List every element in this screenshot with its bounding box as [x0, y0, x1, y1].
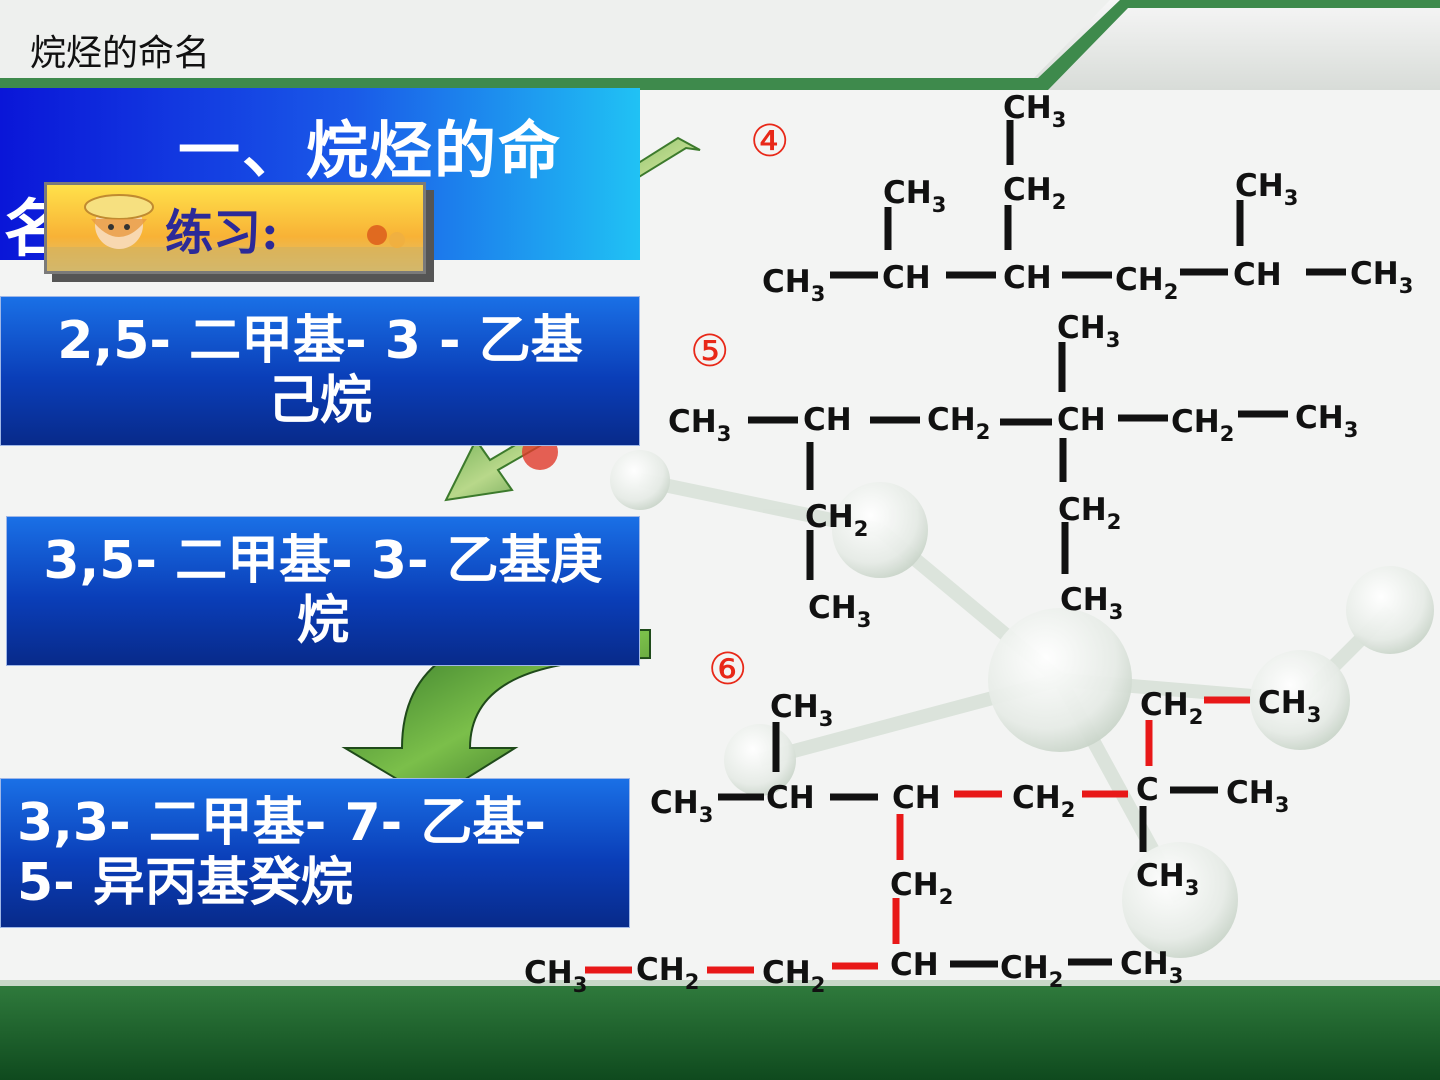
- answer-box-1: 2,5- 二甲基- 3 - 乙基 己烷: [0, 296, 640, 446]
- header-title: 烷烃的命名: [30, 33, 211, 74]
- problem-6-marker: ⑥: [708, 644, 748, 695]
- group-ch: CH: [1003, 260, 1052, 296]
- group-ch2: CH2: [1140, 687, 1203, 729]
- section-title: 一、烷烃的命: [178, 114, 563, 187]
- group-ch3: CH3: [770, 689, 833, 731]
- answer-3-line1: 3,3- 二甲基- 7- 乙基-: [17, 793, 546, 853]
- group-ch3: CH3: [1003, 90, 1066, 132]
- group-ch3: CH3: [1258, 685, 1321, 727]
- group-ch3: CH3: [524, 955, 587, 997]
- group-ch: CH: [766, 780, 815, 816]
- practice-banner: 练习:: [44, 182, 426, 274]
- group-ch2: CH2: [805, 499, 868, 541]
- group-ch3: CH3: [668, 404, 731, 446]
- group-c: C: [1136, 772, 1159, 808]
- group-ch2: CH2: [1115, 262, 1178, 304]
- group-ch2: CH2: [1012, 780, 1075, 822]
- group-ch3: CH3: [1226, 775, 1289, 817]
- group-ch3: CH3: [1235, 168, 1298, 210]
- answer-1-line2: 己烷: [267, 371, 372, 431]
- bond-lines: [585, 120, 1346, 974]
- group-ch2: CH2: [1058, 492, 1121, 534]
- group-ch: CH: [882, 260, 931, 296]
- group-ch3: CH3: [1350, 256, 1413, 298]
- group-ch3: CH3: [883, 175, 946, 217]
- group-ch2: CH2: [890, 867, 953, 909]
- group-ch3: CH3: [1120, 946, 1183, 988]
- group-ch3: CH3: [808, 590, 871, 632]
- group-ch3: CH3: [1060, 582, 1123, 624]
- group-ch2: CH2: [1003, 172, 1066, 214]
- group-ch2: CH2: [1000, 950, 1063, 992]
- group-ch2: CH2: [636, 952, 699, 994]
- group-ch: CH: [803, 402, 852, 438]
- problem-5-marker: ⑤: [690, 326, 730, 377]
- group-ch3: CH3: [1136, 858, 1199, 900]
- answer-box-2: 3,5- 二甲基- 3- 乙基庚 烷: [6, 516, 640, 666]
- group-ch: CH: [892, 780, 941, 816]
- group-ch2: CH2: [762, 955, 825, 997]
- problem-4-marker: ④: [750, 116, 790, 167]
- practice-label: 练习:: [165, 205, 279, 261]
- group-ch3: CH3: [1057, 310, 1120, 352]
- cartoon-girl-icon: [47, 194, 423, 271]
- answer-1-line1: 2,5- 二甲基- 3 - 乙基: [57, 311, 583, 371]
- group-ch: CH: [1057, 402, 1106, 438]
- group-ch2: CH2: [1171, 404, 1234, 446]
- answer-2-line1: 3,5- 二甲基- 3- 乙基庚: [43, 531, 603, 591]
- answer-box-3: 3,3- 二甲基- 7- 乙基- 5- 异丙基癸烷: [0, 778, 630, 928]
- group-ch3: CH3: [1295, 400, 1358, 442]
- group-ch2: CH2: [927, 402, 990, 444]
- group-ch3: CH3: [762, 264, 825, 306]
- group-ch3: CH3: [650, 785, 713, 827]
- answer-3-line2: 5- 异丙基癸烷: [17, 853, 353, 913]
- group-ch: CH: [890, 947, 939, 983]
- group-ch: CH: [1233, 257, 1282, 293]
- answer-2-line2: 烷: [296, 591, 349, 651]
